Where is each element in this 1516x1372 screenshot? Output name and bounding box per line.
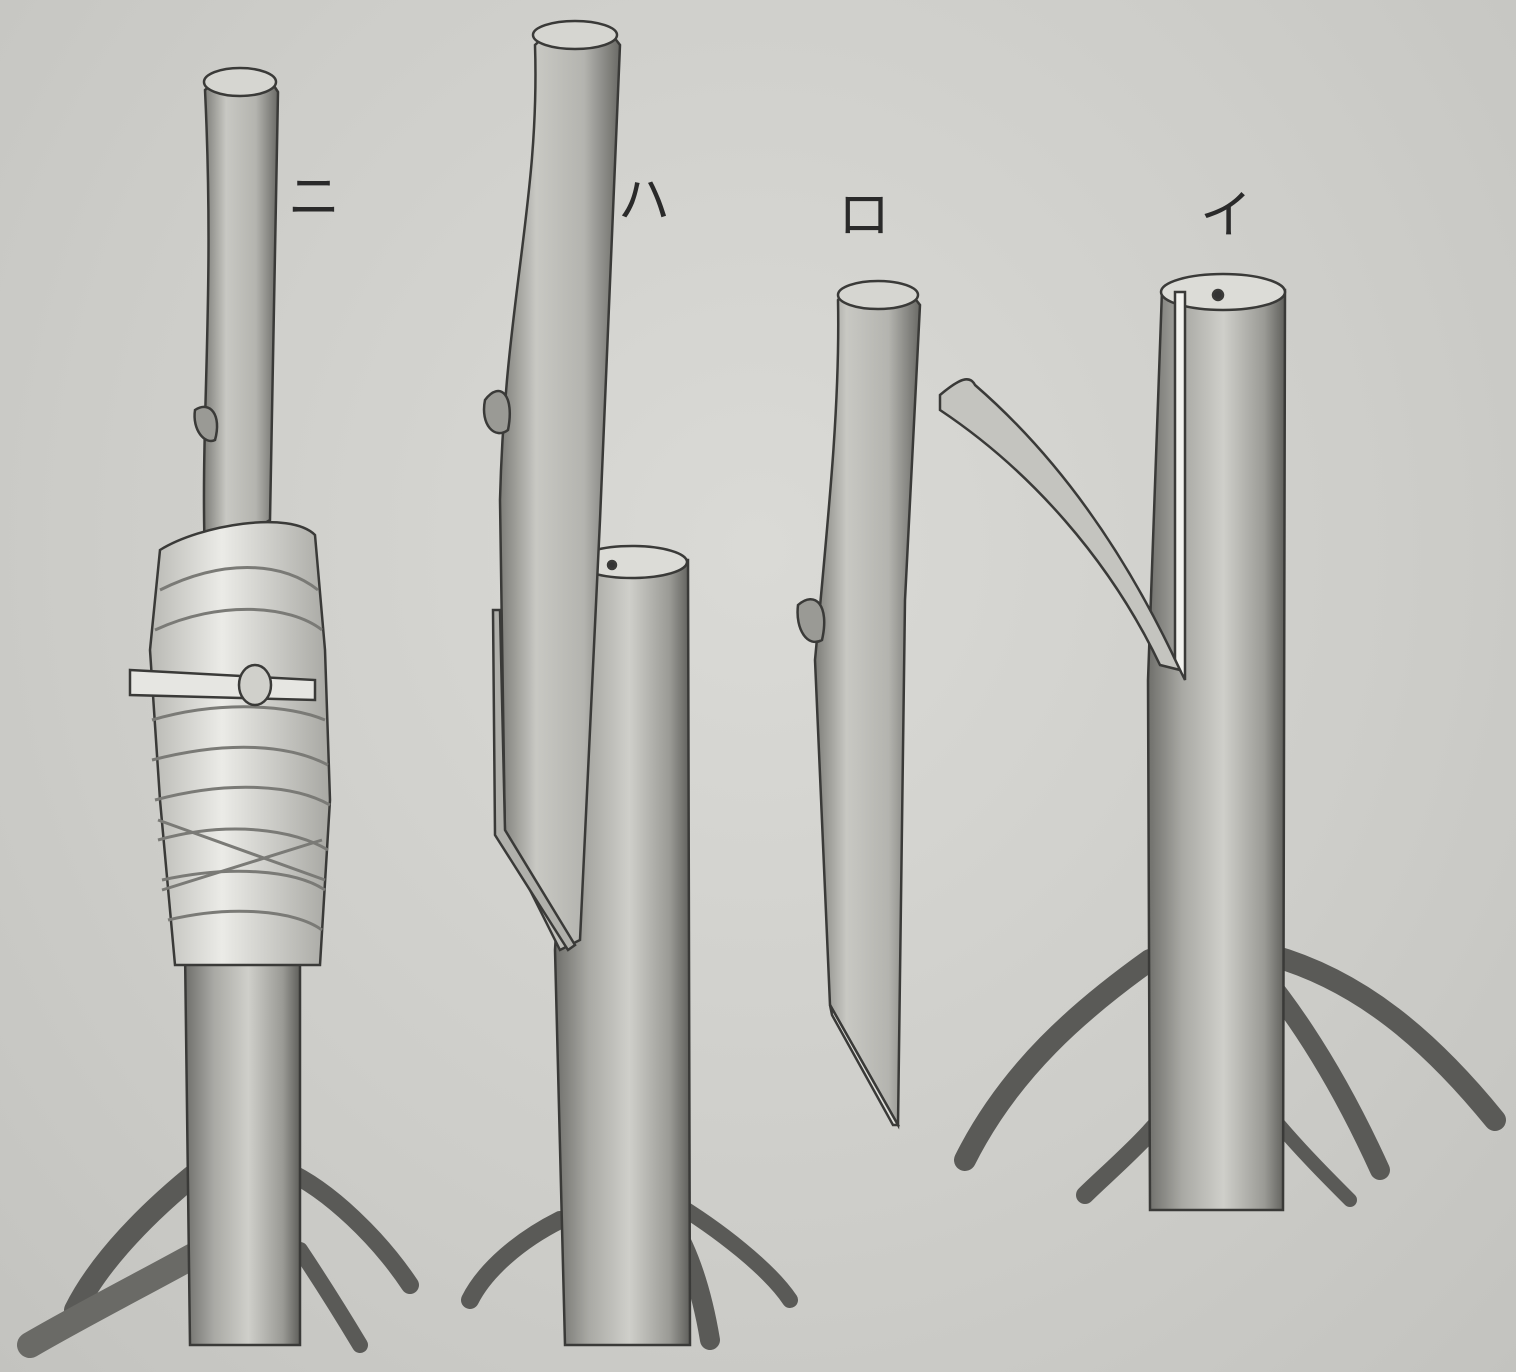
figure-label-ni: ニ [288,172,340,224]
figure-ni-bound-graft [30,68,410,1345]
figure-label-i: イ [1200,190,1252,242]
figure-ro-cut-scion [798,281,920,1125]
figure-label-ro: ロ [838,190,890,242]
figure-i-cleft-stock [940,274,1495,1210]
figure-label-ha: ハ [618,175,670,227]
